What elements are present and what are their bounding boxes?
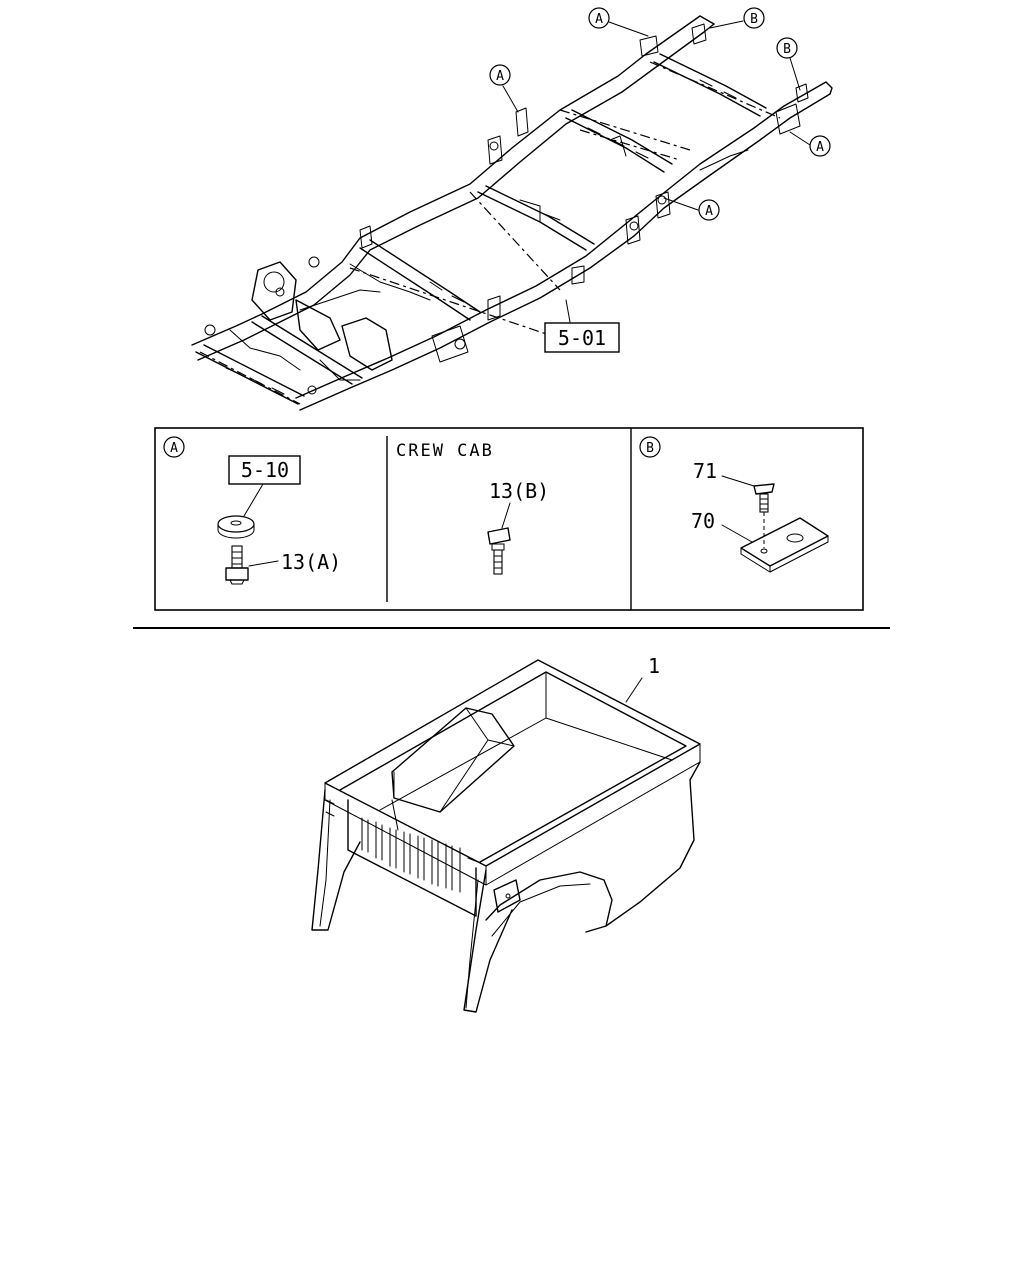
bolt-13b-drawing <box>487 527 511 575</box>
bolt-13a-drawing <box>225 545 249 585</box>
plate-70-drawing <box>740 517 829 573</box>
svg-text:A: A <box>816 140 824 155</box>
detail-a-callout: A <box>163 436 185 458</box>
svg-text:A: A <box>170 441 178 456</box>
screw-71-label: 71 <box>693 459 717 483</box>
bolt-13b-label: 13(B) <box>489 479 549 503</box>
plate-70-label: 70 <box>691 509 715 533</box>
bolt-13a-label: 13(A) <box>281 550 341 574</box>
crew-cab-title: CREW CAB <box>396 441 494 461</box>
callout-a-rear: A <box>809 135 831 157</box>
detail-section-a: A 5-10 13(A) <box>163 436 341 585</box>
bed-part-label: 1 <box>648 654 660 678</box>
svg-text:A: A <box>705 204 713 219</box>
callout-a-top: A <box>588 7 610 29</box>
detail-section-b: B 71 70 <box>639 436 829 573</box>
svg-text:B: B <box>750 12 758 27</box>
tailgate-ribs <box>361 817 461 893</box>
truck-bed-illustration <box>311 659 701 1013</box>
detail-panel <box>154 427 864 611</box>
svg-text:A: A <box>595 12 603 27</box>
mount-ref-label[interactable]: 5-10 <box>228 455 301 485</box>
callout-b-rear: B <box>776 37 798 59</box>
svg-text:A: A <box>496 69 504 84</box>
detail-section-crew-cab: CREW CAB 13(B) <box>396 441 549 575</box>
svg-text:B: B <box>646 441 654 456</box>
chassis-frame-illustration <box>191 15 833 411</box>
rubber-washer-drawing <box>217 515 255 539</box>
callout-a-left: A <box>489 64 511 86</box>
callout-a-middle: A <box>698 199 720 221</box>
callout-leaders <box>502 20 811 323</box>
svg-text:5-10: 5-10 <box>241 458 289 482</box>
detail-b-callout: B <box>639 436 661 458</box>
frame-ref-label[interactable]: 5-01 <box>544 322 620 353</box>
svg-text:5-01: 5-01 <box>558 326 606 350</box>
svg-text:B: B <box>783 42 791 57</box>
callout-b-top: B <box>743 7 765 29</box>
